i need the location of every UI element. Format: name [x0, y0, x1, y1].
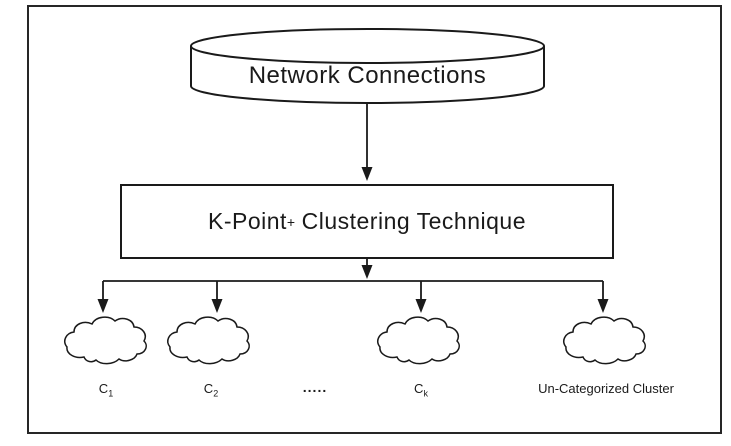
cluster-label-subscript: 1	[108, 388, 114, 399]
cluster-label-ck: Ck	[414, 380, 428, 399]
cluster-label-c1: C1	[98, 380, 114, 399]
source-label-text: Network Connections	[248, 62, 487, 89]
cluster-label-main: C	[203, 381, 214, 396]
process-label-suffix: Clustering Technique	[301, 208, 526, 234]
cloud-icon	[167, 316, 250, 365]
cluster-label-subscript: 2	[213, 388, 219, 399]
cluster-label-subscript: k	[423, 388, 428, 399]
cloud-icon	[64, 316, 147, 365]
process-box-label: K-Point+Clustering Technique	[207, 208, 526, 234]
cluster-label-c2: C2	[203, 380, 219, 399]
cluster-label-main: C	[414, 381, 424, 396]
cluster-label-main: Un-Categorized Cluster	[538, 381, 674, 396]
source-label: Network Connections	[191, 60, 544, 92]
cloud-icon	[377, 316, 460, 365]
process-box	[120, 184, 614, 259]
database-cylinder-icon	[190, 28, 545, 104]
branch-connector-lines	[97, 280, 609, 313]
cluster-label-uncategorized: Un-Categorized Cluster	[538, 380, 674, 398]
arrow-down-icon	[361, 258, 373, 279]
arrow-down-icon	[361, 103, 373, 181]
ellipsis-label: .....	[302, 379, 328, 395]
cloud-icon	[563, 316, 646, 365]
process-label-prefix: K-Point	[207, 208, 287, 234]
cluster-label-main: C	[98, 381, 109, 396]
